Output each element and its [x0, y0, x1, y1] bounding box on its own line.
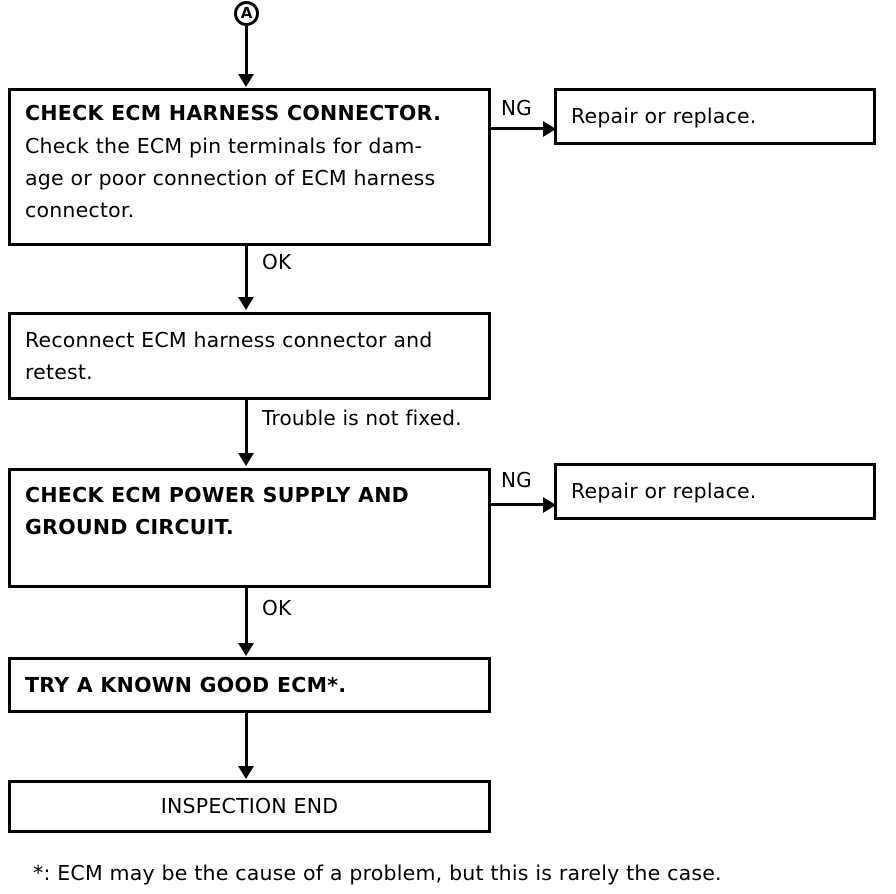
node-body: Repair or replace. — [571, 104, 757, 128]
entry-arrow-head-icon — [238, 74, 254, 87]
ok-connector-line-2 — [245, 588, 248, 644]
ng-branch-line-2 — [491, 503, 548, 506]
ng-arrow-head-icon-2 — [543, 497, 556, 513]
node-body: Reconnect ECM harness connector and rete… — [25, 328, 433, 384]
ok-connector-line-1 — [245, 246, 248, 299]
connector-circle-a: A — [234, 1, 259, 26]
edge-label-ok-2: OK — [262, 596, 292, 620]
edge-label-ok-1: OK — [262, 250, 292, 274]
trouble-connector-line — [245, 400, 248, 454]
node-heading: TRY A KNOWN GOOD ECM*. — [25, 673, 347, 697]
ok-arrow-head-icon-1 — [238, 297, 254, 310]
footnote: *: ECM may be the cause of a problem, bu… — [33, 861, 722, 885]
node-check-ecm-power-supply-and-ground-circuit[interactable]: CHECK ECM POWER SUPPLY AND GROUND CIRCUI… — [8, 468, 491, 588]
entry-connector-line — [245, 26, 248, 76]
node-heading: CHECK ECM POWER SUPPLY AND GROUND CIRCUI… — [25, 483, 409, 539]
edge-label-trouble-not-fixed: Trouble is not fixed. — [262, 406, 462, 430]
connector-circle-label: A — [240, 4, 253, 22]
end-connector-line — [245, 713, 248, 767]
node-body: Check the ECM pin terminals for dam- age… — [25, 134, 436, 222]
node-body: Repair or replace. — [571, 479, 757, 503]
node-heading: CHECK ECM HARNESS CONNECTOR. — [25, 101, 442, 125]
edge-label-ng-2: NG — [501, 468, 532, 492]
node-try-a-known-good-ecm[interactable]: TRY A KNOWN GOOD ECM*. — [8, 657, 491, 713]
node-repair-or-replace-2[interactable]: Repair or replace. — [554, 463, 876, 520]
node-repair-or-replace-1[interactable]: Repair or replace. — [554, 88, 876, 145]
node-inspection-end[interactable]: INSPECTION END — [8, 780, 491, 833]
trouble-arrow-head-icon — [238, 453, 254, 466]
end-arrow-head-icon — [238, 766, 254, 779]
node-body: INSPECTION END — [160, 794, 339, 818]
edge-label-ng-1: NG — [501, 96, 532, 120]
node-check-ecm-harness-connector[interactable]: CHECK ECM HARNESS CONNECTOR. Check the E… — [8, 88, 491, 246]
node-reconnect-ecm-harness-connector[interactable]: Reconnect ECM harness connector and rete… — [8, 312, 491, 400]
ng-branch-line-1 — [491, 127, 548, 130]
ng-arrow-head-icon-1 — [543, 121, 556, 137]
ok-arrow-head-icon-2 — [238, 643, 254, 656]
